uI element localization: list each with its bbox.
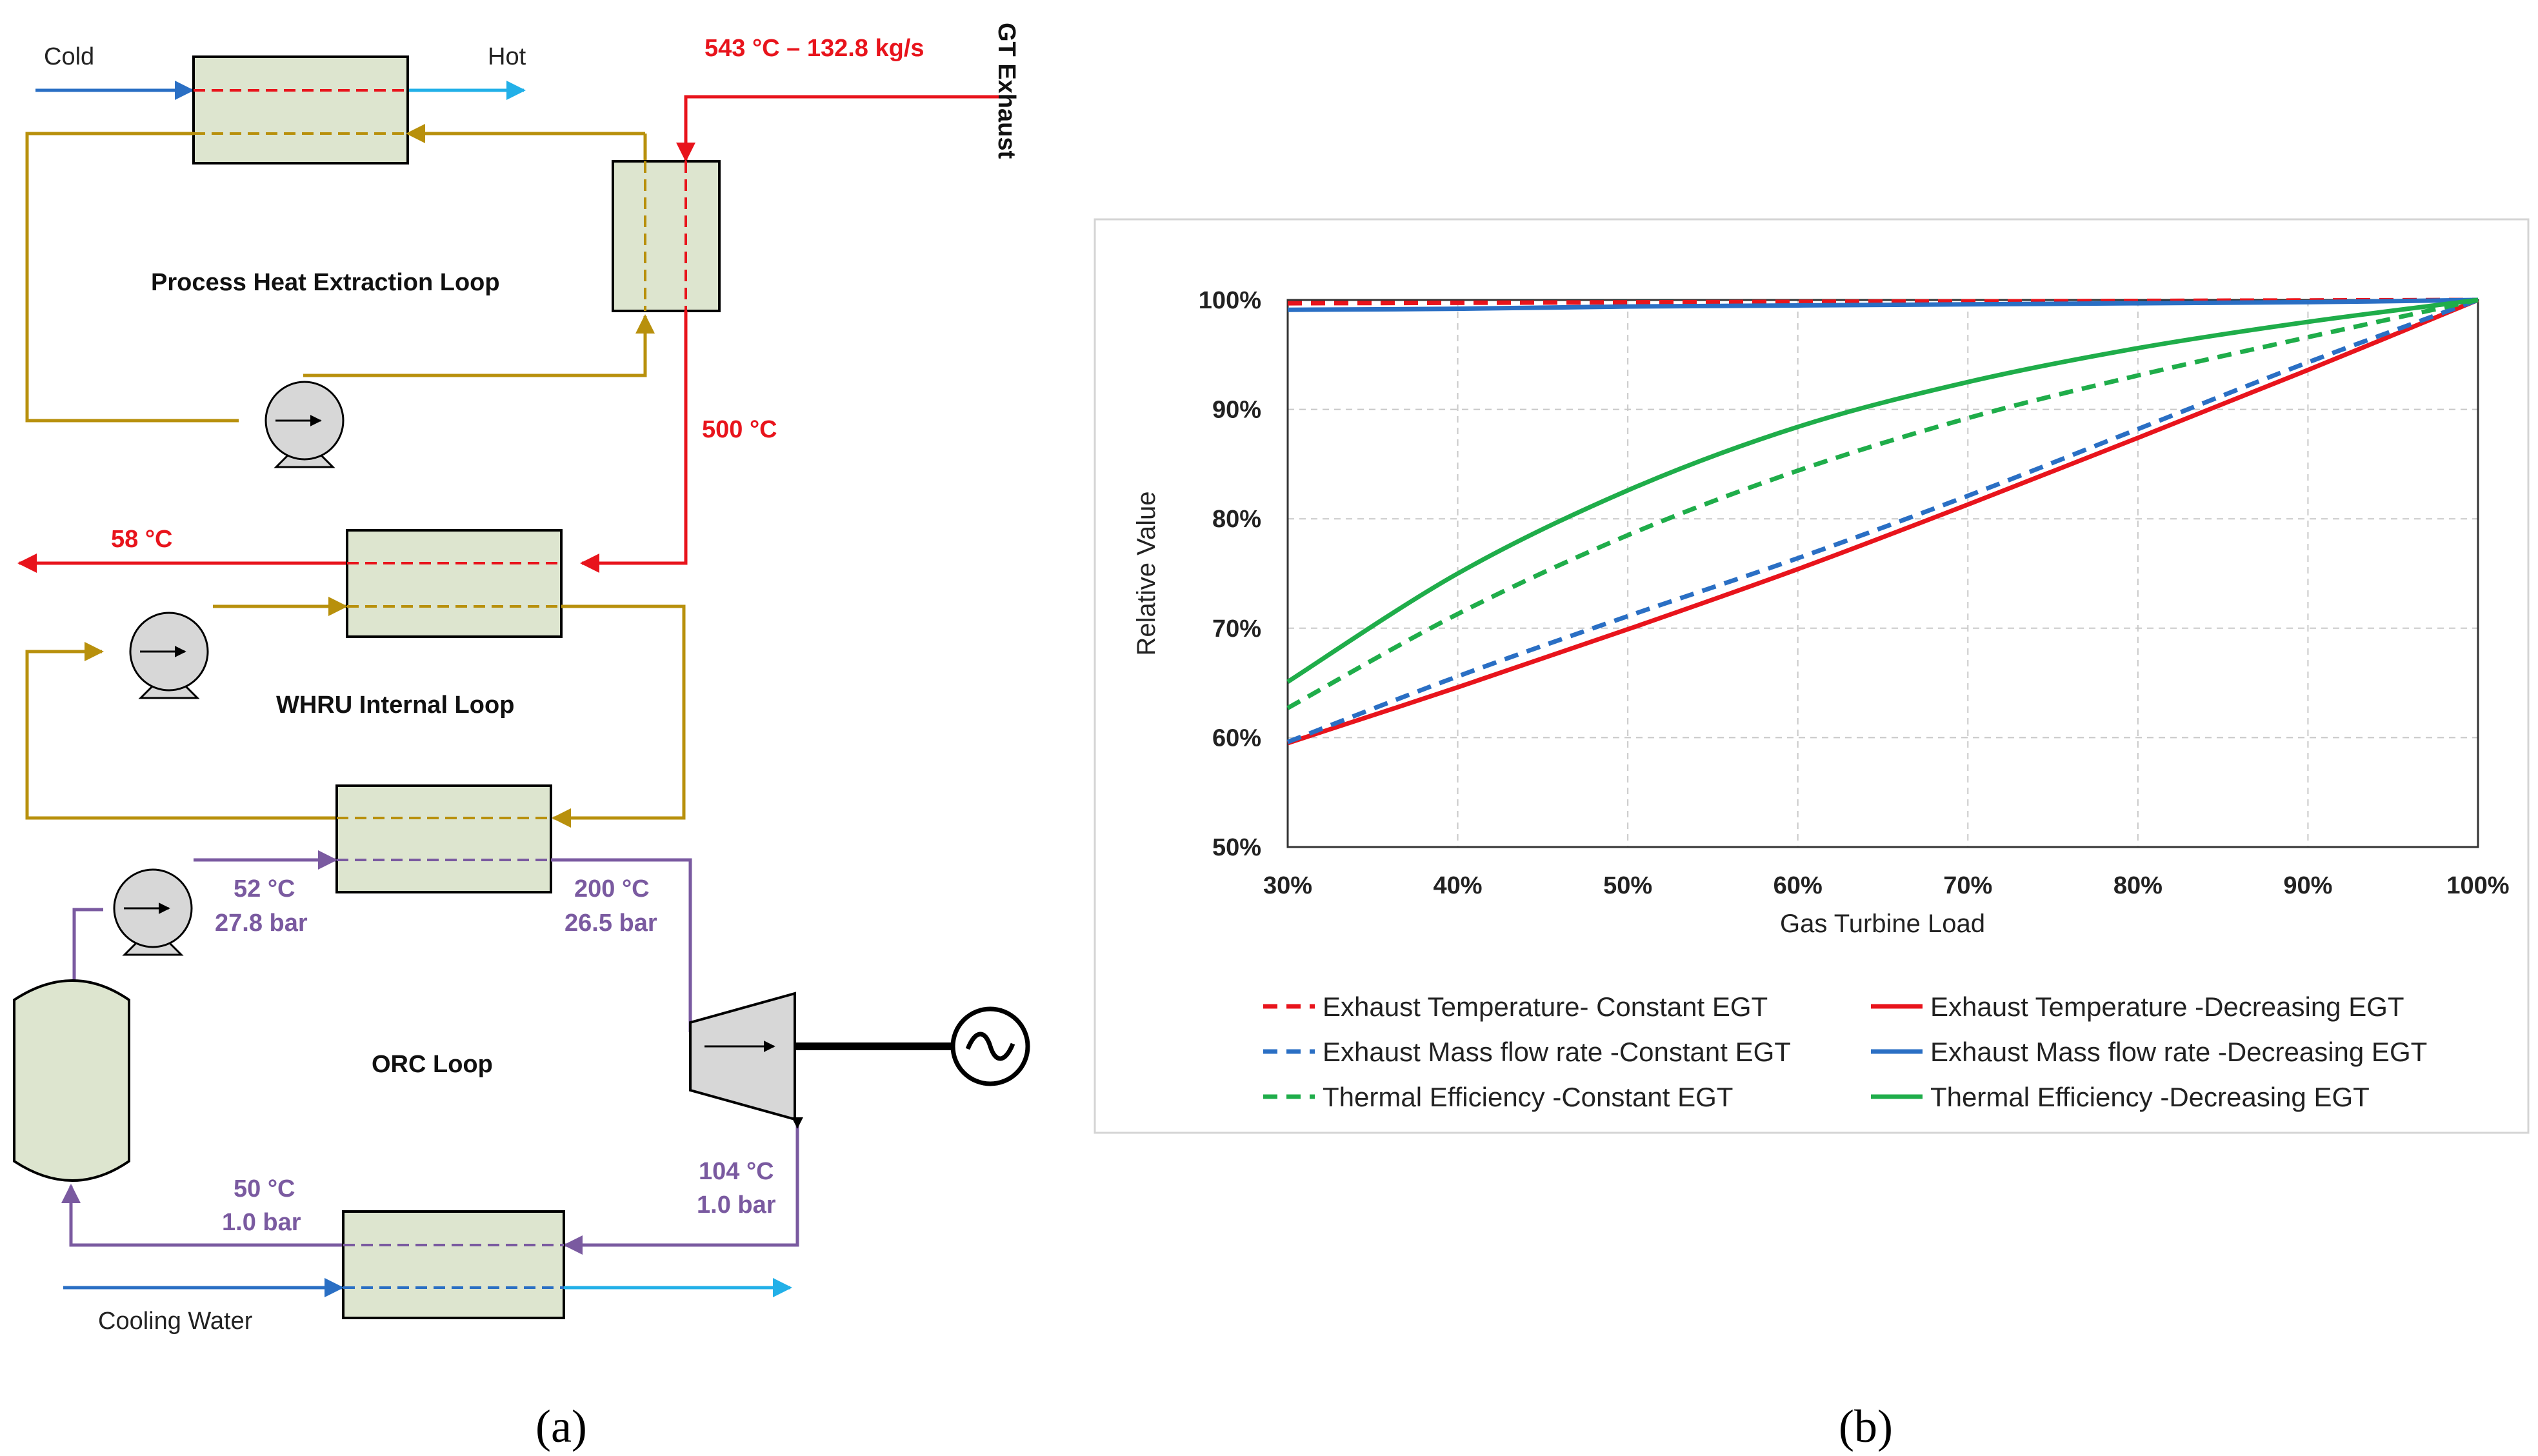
- chart-gridlines: [1288, 300, 2478, 847]
- series-line-6: [1286, 297, 2479, 684]
- turbine-outlet-pressure-label: 1.0 bar: [697, 1192, 776, 1219]
- process-loop-pump-icon: [266, 382, 343, 467]
- legend-label-6: Thermal Efficiency -Decreasing EGT: [1930, 1082, 2370, 1112]
- panel-b-caption: (b): [1839, 1401, 1893, 1452]
- orc-feed-pump-icon: [114, 870, 192, 955]
- x-tick-label: 60%: [1774, 872, 1823, 899]
- orc-evaporator: [335, 784, 552, 893]
- legend-label-1: Exhaust Temperature- Constant EGT: [1323, 992, 1768, 1022]
- x-tick-label: 50%: [1603, 872, 1652, 899]
- series-line-2: [1286, 297, 2479, 746]
- process-loop-label: Process Heat Extraction Loop: [151, 269, 500, 296]
- whru-heat-exchanger: [346, 529, 563, 638]
- x-tick-labels: 30% 40% 50% 60% 70% 80% 90% 100%: [1263, 872, 2510, 899]
- legend-label-5: Thermal Efficiency -Constant EGT: [1323, 1082, 1733, 1112]
- orc-loop-lines: [61, 850, 799, 1255]
- plot-area: [1286, 299, 2479, 848]
- chart-legend: Exhaust Temperature- Constant EGT Exhaust…: [1263, 992, 2427, 1112]
- orc-turbine-icon: [689, 992, 954, 1129]
- gt-inlet-condition-label: 543 °C – 132.8 kg/s: [704, 35, 924, 62]
- y-tick-label: 70%: [1212, 615, 1261, 643]
- x-tick-label: 70%: [1943, 872, 1992, 899]
- receiver-tank: [13, 979, 130, 1182]
- chart-frame: [1094, 218, 2530, 1134]
- exhaust-500c-label: 500 °C: [702, 416, 777, 443]
- x-tick-label: 40%: [1434, 872, 1483, 899]
- gt-exhaust-label: GT Exhaust: [993, 23, 1020, 159]
- hot-label: Hot: [488, 43, 526, 70]
- process-heat-exchanger: [35, 55, 526, 165]
- x-tick-label: 80%: [2113, 872, 2163, 899]
- y-tick-labels: 50% 60% 70% 80% 90% 100%: [1199, 287, 1261, 861]
- pump-outlet-temp-label: 52 °C: [234, 875, 295, 903]
- y-tick-label: 90%: [1212, 397, 1261, 424]
- panel-b-chart: 30% 40% 50% 60% 70% 80% 90% 100% 50% 60% 70% 80% 90…: [1094, 218, 2530, 1452]
- orc-condenser: [63, 1210, 792, 1319]
- chart-series: [1286, 297, 2479, 746]
- cold-label: Cold: [44, 43, 94, 70]
- generator-icon: [950, 1006, 1030, 1086]
- series-line-1: [1287, 297, 2479, 306]
- legend-label-4: Exhaust Mass flow rate -Decreasing EGT: [1930, 1037, 2427, 1067]
- condenser-outlet-temp-label: 50 °C: [234, 1175, 295, 1202]
- turbine-inlet-temp-label: 200 °C: [574, 875, 650, 903]
- turbine-outlet-temp-label: 104 °C: [699, 1158, 774, 1185]
- turbine-inlet-pressure-label: 26.5 bar: [565, 910, 657, 937]
- y-tick-label: 80%: [1212, 506, 1261, 533]
- series-line-3: [1286, 297, 2479, 744]
- y-tick-label: 60%: [1212, 724, 1261, 752]
- x-tick-label: 30%: [1263, 872, 1312, 899]
- exhaust-58c-label: 58 °C: [111, 526, 172, 553]
- legend-label-2: Exhaust Temperature -Decreasing EGT: [1930, 992, 2404, 1022]
- x-axis-title: Gas Turbine Load: [1780, 910, 1985, 938]
- process-oil-loop: [25, 124, 655, 423]
- cooling-water-label: Cooling Water: [98, 1308, 253, 1335]
- y-tick-label: 50%: [1212, 834, 1261, 861]
- y-axis-title: Relative Value: [1132, 492, 1161, 656]
- whru-internal-loop: [25, 597, 686, 828]
- x-tick-label: 90%: [2283, 872, 2332, 899]
- condenser-outlet-pressure-label: 1.0 bar: [222, 1209, 301, 1236]
- series-line-5: [1286, 297, 2479, 710]
- whru-loop-label: WHRU Internal Loop: [276, 692, 514, 719]
- whru-loop-pump-icon: [130, 613, 208, 698]
- x-tick-label: 100%: [2446, 872, 2509, 899]
- y-tick-label: 100%: [1199, 287, 1261, 314]
- series-line-4: [1287, 297, 2479, 312]
- exhaust-heat-exchanger: [612, 160, 721, 312]
- panel-a-caption: (a): [535, 1401, 587, 1452]
- panel-a-process-diagram: Cold Hot 543 °C – 132.8 kg/s GT Exhaust …: [13, 23, 1030, 1452]
- gt-exhaust-line: [17, 95, 1006, 573]
- orc-loop-label: ORC Loop: [372, 1051, 493, 1078]
- legend-label-3: Exhaust Mass flow rate -Constant EGT: [1323, 1037, 1791, 1067]
- pump-outlet-pressure-label: 27.8 bar: [215, 910, 308, 937]
